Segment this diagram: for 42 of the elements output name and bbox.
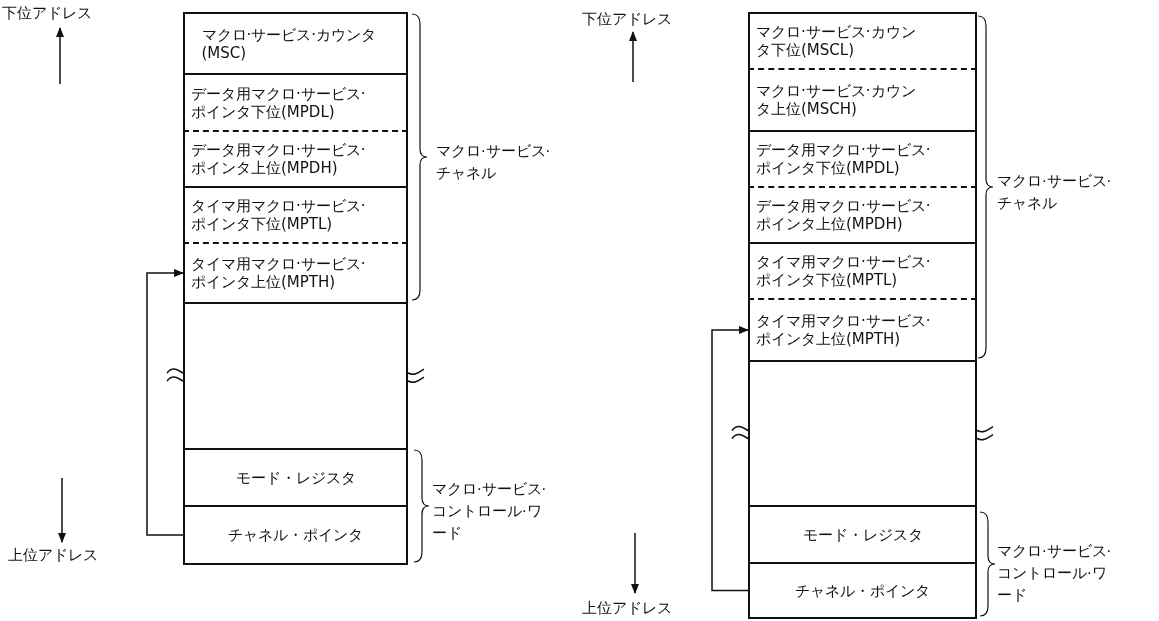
cell-text: マクロ·サービス·カウンタ下位(MSCL) xyxy=(755,23,917,59)
group-label: マクロ·サービス·コントロール·ワード xyxy=(432,480,548,543)
memory-cell xyxy=(183,12,408,75)
cell-text: タイマ用マクロ·サービス·ポインタ上位(MPTH) xyxy=(190,255,367,291)
memory-cell xyxy=(748,12,977,70)
address-label: 下位アドレス xyxy=(582,10,673,29)
address-label: 下位アドレス xyxy=(2,4,93,23)
memory-cell xyxy=(748,505,977,564)
cell-text: データ用マクロ·サービス·ポインタ下位(MPDL) xyxy=(190,84,367,121)
address-label: 上位アドレス xyxy=(582,599,673,618)
memory-cell xyxy=(183,505,408,565)
cell-text: マクロ·サービス·カウンタ上位(MSCH) xyxy=(755,82,917,118)
memory-gap-box xyxy=(748,360,977,507)
memory-cell xyxy=(748,186,977,244)
group-label: マクロ·サービス·コントロール·ワード xyxy=(997,542,1113,605)
memory-cell xyxy=(748,242,977,300)
cell-text: タイマ用マクロ·サービス·ポインタ下位(MPTL) xyxy=(190,197,367,233)
cell-text: データ用マクロ·サービス·ポインタ上位(MPDH) xyxy=(755,197,932,233)
arrow xyxy=(146,269,184,536)
cell-text: マクロ·サービス·カウンタ(MSC) xyxy=(200,25,378,62)
cell-text: モード・レジスタ xyxy=(234,468,357,487)
cell-text: データ用マクロ·サービス·ポインタ上位(MPDH) xyxy=(190,141,367,177)
memory-cell xyxy=(748,562,977,619)
memory-cell xyxy=(748,298,977,362)
memory-cell xyxy=(183,448,408,507)
address-label: 上位アドレス xyxy=(8,546,99,565)
memory-cell xyxy=(183,242,408,304)
cell-text: タイマ用マクロ·サービス·ポインタ上位(MPTH) xyxy=(755,312,932,348)
memory-cell xyxy=(748,130,977,188)
arrow xyxy=(711,326,749,592)
cell-text: モード・レジスタ xyxy=(801,525,924,544)
memory-cell xyxy=(183,73,408,132)
cell-text: チャネル・ポインタ xyxy=(794,581,931,600)
cell-text: タイマ用マクロ·サービス·ポインタ下位(MPTL) xyxy=(755,253,932,289)
memory-cell xyxy=(183,186,408,244)
memory-gap-box xyxy=(183,302,408,450)
group-label: マクロ·サービス·チャネル xyxy=(436,142,552,183)
cell-text: データ用マクロ·サービス·ポインタ下位(MPDL) xyxy=(755,141,932,177)
cell-text: チャネル・ポインタ xyxy=(227,526,364,544)
group-label: マクロ·サービス·チャネル xyxy=(997,172,1113,213)
memory-cell xyxy=(183,130,408,188)
memory-cell xyxy=(748,68,977,132)
